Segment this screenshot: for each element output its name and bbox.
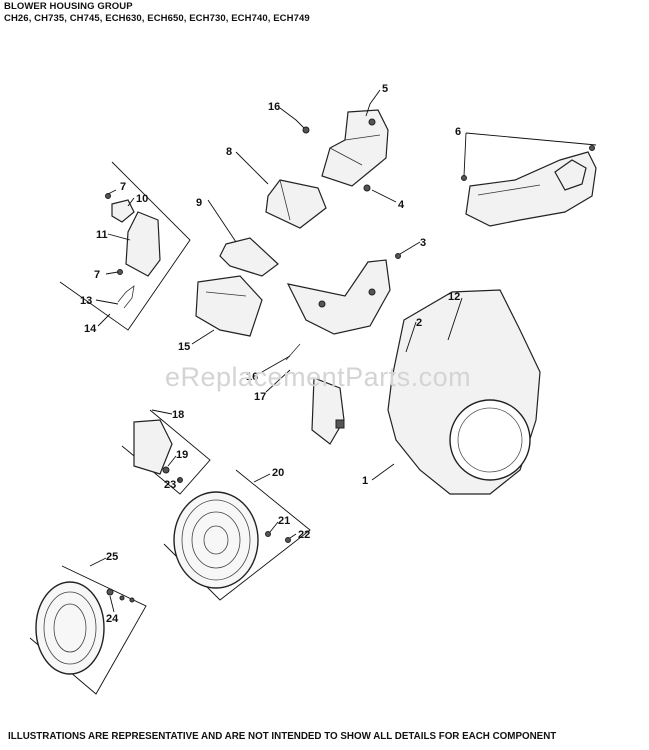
part-25-grille[interactable] bbox=[35, 581, 105, 675]
part-1-blower-housing[interactable] bbox=[387, 289, 541, 495]
part-16-screw[interactable] bbox=[302, 126, 310, 134]
callout-3: 3 bbox=[420, 237, 426, 249]
callout-24: 24 bbox=[106, 613, 119, 625]
part-18-shield[interactable] bbox=[133, 419, 173, 475]
callout-8: 8 bbox=[226, 146, 232, 158]
callout-4: 4 bbox=[398, 199, 405, 211]
part-24-fastener-b[interactable] bbox=[119, 595, 125, 601]
callout-10: 10 bbox=[136, 193, 148, 205]
part-15-panel[interactable] bbox=[195, 275, 263, 337]
disclaimer-footer: ILLUSTRATIONS ARE REPRESENTATIVE AND ARE… bbox=[8, 731, 557, 742]
part-24-fastener-c[interactable] bbox=[129, 597, 135, 603]
callout-7: 7 bbox=[120, 181, 126, 193]
callout-21: 21 bbox=[278, 515, 290, 527]
part-22-screw[interactable] bbox=[285, 537, 291, 543]
callout-18: 18 bbox=[172, 409, 184, 421]
watermark: eReplacementParts.com bbox=[165, 362, 472, 392]
leader-lines bbox=[89, 89, 597, 613]
part-17-baffle[interactable] bbox=[286, 259, 391, 335]
callout-16: 16 bbox=[268, 101, 280, 113]
part-6-shroud[interactable] bbox=[461, 145, 597, 227]
part-11-bracket[interactable] bbox=[125, 211, 161, 277]
callout-5: 5 bbox=[382, 83, 388, 95]
part-19-screw[interactable] bbox=[162, 466, 170, 474]
callout-17: 17 bbox=[254, 391, 266, 403]
part-10-plate[interactable] bbox=[111, 199, 135, 223]
part-7-screw-lower[interactable] bbox=[117, 269, 123, 275]
callout-9: 9 bbox=[196, 197, 202, 209]
part-8-bracket[interactable] bbox=[265, 179, 327, 229]
callout-14: 14 bbox=[84, 323, 97, 335]
part-20-fan-screen[interactable] bbox=[173, 491, 259, 589]
callout-12: 12 bbox=[448, 291, 460, 303]
callout-15: 15 bbox=[178, 341, 190, 353]
part-5-bracket[interactable] bbox=[321, 109, 389, 187]
part-3-screw[interactable] bbox=[395, 253, 401, 259]
callout-19: 19 bbox=[176, 449, 188, 461]
part-13-linkage[interactable] bbox=[117, 285, 135, 309]
callout-23: 23 bbox=[164, 479, 176, 491]
part-9-bracket[interactable] bbox=[219, 237, 279, 277]
side-shield[interactable] bbox=[311, 377, 345, 445]
part-24-fastener[interactable] bbox=[106, 588, 114, 596]
callouts: 5 16 6 8 4 7 10 9 11 3 7 12 13 2 14 15 1… bbox=[80, 83, 461, 625]
callout-2: 2 bbox=[416, 317, 422, 329]
model-list: CH26, CH735, CH745, ECH630, ECH650, ECH7… bbox=[4, 13, 310, 24]
callout-25: 25 bbox=[106, 551, 118, 563]
callout-11: 11 bbox=[96, 229, 108, 241]
callout-6: 6 bbox=[455, 126, 461, 138]
callout-13: 13 bbox=[80, 295, 92, 307]
callout-1: 1 bbox=[362, 475, 368, 487]
callout-22: 22 bbox=[298, 529, 310, 541]
callout-7-lower: 7 bbox=[94, 269, 100, 281]
callout-20: 20 bbox=[272, 467, 284, 479]
diagram-title: BLOWER HOUSING GROUP bbox=[4, 1, 133, 12]
part-21-screw[interactable] bbox=[265, 531, 271, 537]
part-4-screw[interactable] bbox=[363, 184, 371, 192]
callout-16-lower: 16 bbox=[246, 371, 258, 383]
part-7-screw[interactable] bbox=[105, 193, 111, 199]
